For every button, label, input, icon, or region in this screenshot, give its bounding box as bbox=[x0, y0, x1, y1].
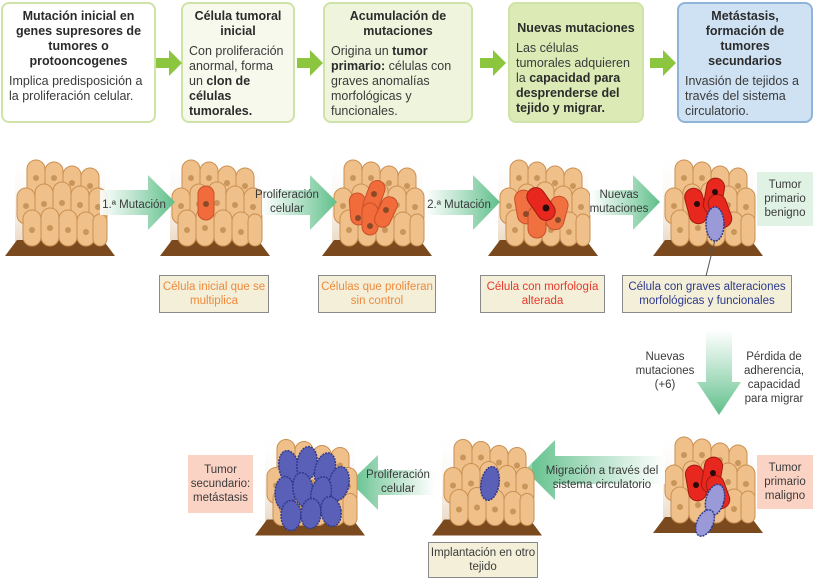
stage-arrow-icon bbox=[156, 50, 182, 76]
stage-description: Implica predisposición a la proliferació… bbox=[9, 74, 143, 103]
stage-description: Las células tumorales adquieren la capac… bbox=[516, 41, 636, 116]
stage-arrow-icon bbox=[480, 50, 506, 76]
tissue-implantation bbox=[432, 432, 542, 536]
arrow-label-migration: Migración a través del sistema circulato… bbox=[545, 465, 659, 491]
stage-arrow-icon bbox=[297, 50, 323, 76]
caption-severe-alterations: Célula con graves alteraciones morfológi… bbox=[622, 275, 792, 313]
implanted-cell bbox=[479, 465, 501, 502]
arrow-label-loss-adherence: Pérdida de adherencia, capacidad para mi… bbox=[743, 351, 805, 405]
desc-bold: tumor primario: bbox=[331, 44, 428, 73]
stage-title: Metástasis, formación de tumores secunda… bbox=[705, 9, 785, 68]
arrow-label-second-mutation: 2.ª Mutación bbox=[427, 199, 491, 211]
caption-implantation: Implantación en otro tejido bbox=[428, 542, 538, 578]
caption-proliferating-cells: Células que proliferan sin control bbox=[318, 275, 436, 313]
altered-cell bbox=[526, 187, 556, 221]
arrow-label-proliferation-2: Proliferación celular bbox=[366, 469, 430, 495]
stage-description: Origina un tumor primario: células con g… bbox=[331, 44, 465, 119]
metastatic-cells bbox=[274, 445, 351, 532]
desc-text: células con graves anomalías morfológica… bbox=[331, 59, 452, 118]
stage-title: Acumulación de mutaciones bbox=[349, 9, 447, 38]
stage-title: Nuevas mutaciones bbox=[517, 21, 635, 35]
tissue-proliferating-cells bbox=[322, 153, 432, 256]
severely-altered-cell bbox=[705, 206, 725, 242]
desc-text: Origina un bbox=[331, 44, 393, 58]
process-arrow-right-icon bbox=[590, 175, 660, 230]
callout-line bbox=[705, 240, 716, 276]
process-arrow-right-icon bbox=[425, 175, 500, 230]
tag-secondary-tumor: Tumor secundario: metástasis bbox=[188, 455, 253, 513]
desc-text: Con proliferación anormal, forma un bbox=[189, 44, 284, 88]
desc-text: Las células tumorales adquieren la bbox=[516, 41, 630, 85]
caption-initial-cell: Célula inicial que se multiplica bbox=[159, 275, 269, 313]
stage-arrow-icon bbox=[650, 50, 676, 76]
tag-benign-tumor: Tumor primario benigno bbox=[757, 172, 813, 226]
tissue-initial-mutated-cell bbox=[160, 153, 270, 256]
arrow-label-new-mutations-plus6: Nuevas mutaciones (+6) bbox=[635, 351, 695, 391]
stage-title: Célula tumoral inicial bbox=[194, 9, 282, 38]
stage-box-new-mutations: Nuevas mutaciones Las células tumorales … bbox=[508, 2, 644, 123]
stage-box-metastasis: Metástasis, formación de tumores secunda… bbox=[677, 2, 813, 123]
stage-description: Con proliferación anormal, forma un clon… bbox=[189, 44, 287, 119]
process-arrow-right-icon bbox=[100, 175, 175, 230]
tissue-secondary-tumor bbox=[255, 432, 365, 536]
caption-altered-cell: Célula con morfología alterada bbox=[480, 275, 605, 313]
arrow-label-first-mutation: 1.ª Mutación bbox=[102, 199, 166, 211]
process-arrow-down-icon bbox=[697, 330, 741, 415]
stage-box-initial-mutation: Mutación inicial en genes supresores de … bbox=[1, 2, 156, 123]
tissue-altered-morphology bbox=[488, 153, 598, 256]
process-arrow-right-icon bbox=[262, 175, 337, 230]
process-arrow-left-icon bbox=[525, 440, 665, 500]
proliferating-cells bbox=[348, 180, 398, 236]
tissue-benign-tumor bbox=[653, 153, 763, 256]
migrating-cell bbox=[694, 509, 716, 537]
tag-malignant-tumor: Tumor primario maligno bbox=[757, 455, 813, 509]
arrow-label-proliferation: Proliferación celular bbox=[255, 189, 319, 215]
stage-title: Mutación inicial en genes supresores de … bbox=[15, 9, 142, 68]
desc-bold: clon de células tumorales. bbox=[189, 74, 253, 118]
stage-box-mutation-accumulation: Acumulación de mutaciones Origina un tum… bbox=[323, 2, 473, 123]
process-arrow-left-icon bbox=[350, 455, 435, 510]
stage-description: Invasión de tejidos a través del sistema… bbox=[685, 74, 799, 118]
arrow-label-new-mutations: Nuevas mutaciones bbox=[589, 189, 649, 215]
stage-box-initial-tumor-cell: Célula tumoral inicial Con proliferación… bbox=[181, 2, 295, 123]
desc-bold: capacidad para desprenderse del tejido y… bbox=[516, 71, 621, 115]
tissue-malignant-tumor bbox=[653, 430, 763, 537]
